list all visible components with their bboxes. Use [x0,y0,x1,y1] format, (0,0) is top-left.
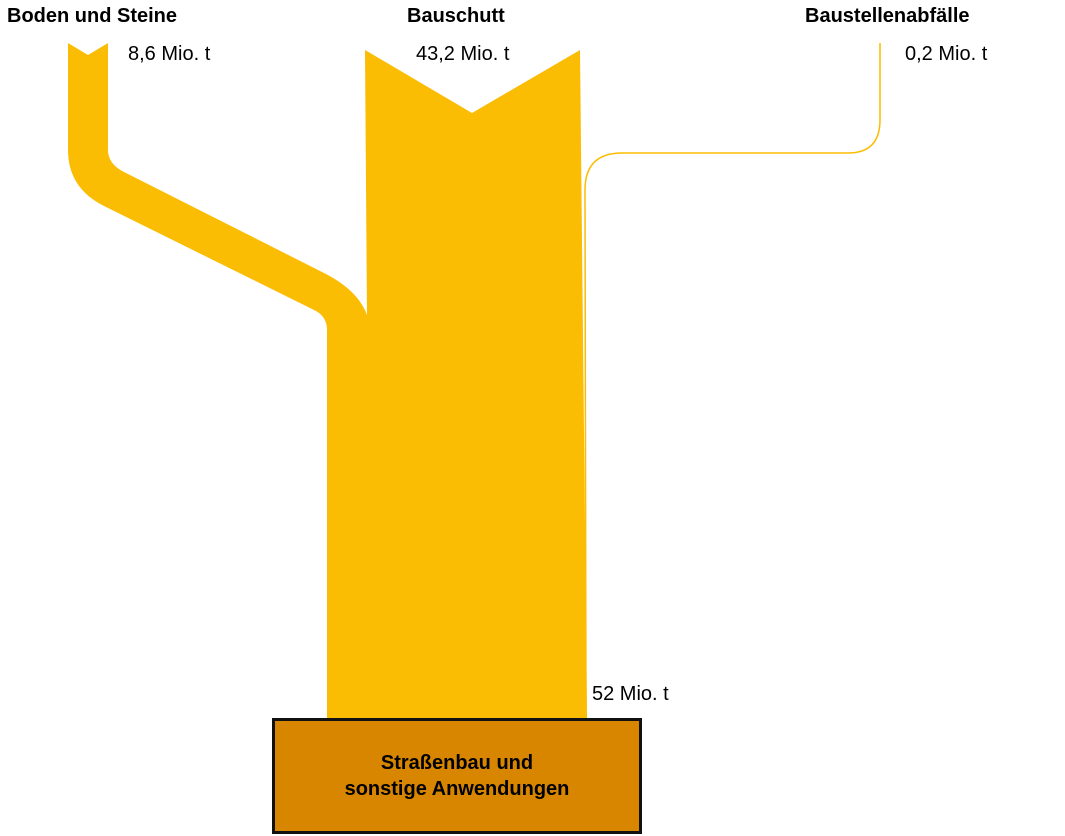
flow-bauschutt [365,50,587,718]
source-label-boden-und-steine: Boden und Steine [7,5,177,27]
target-label-line2: sonstige Anwendungen [344,778,570,800]
amount-baustellenabfaelle: 0,2 Mio. t [905,43,988,65]
flow-boden-und-steine [68,43,370,718]
target-label-line1: Straßenbau und [380,752,534,774]
flow-baustellenabfaelle [584,43,881,719]
amount-bauschutt: 43,2 Mio. t [416,43,510,65]
amount-boden-und-steine: 8,6 Mio. t [128,43,211,65]
source-label-bauschutt: Bauschutt [407,5,505,27]
source-label-baustellenabfaelle: Baustellenabfälle [805,5,970,27]
target-box-strassenbau: Straßenbau und sonstige Anwendungen [272,718,642,834]
amount-target: 52 Mio. t [592,683,669,705]
